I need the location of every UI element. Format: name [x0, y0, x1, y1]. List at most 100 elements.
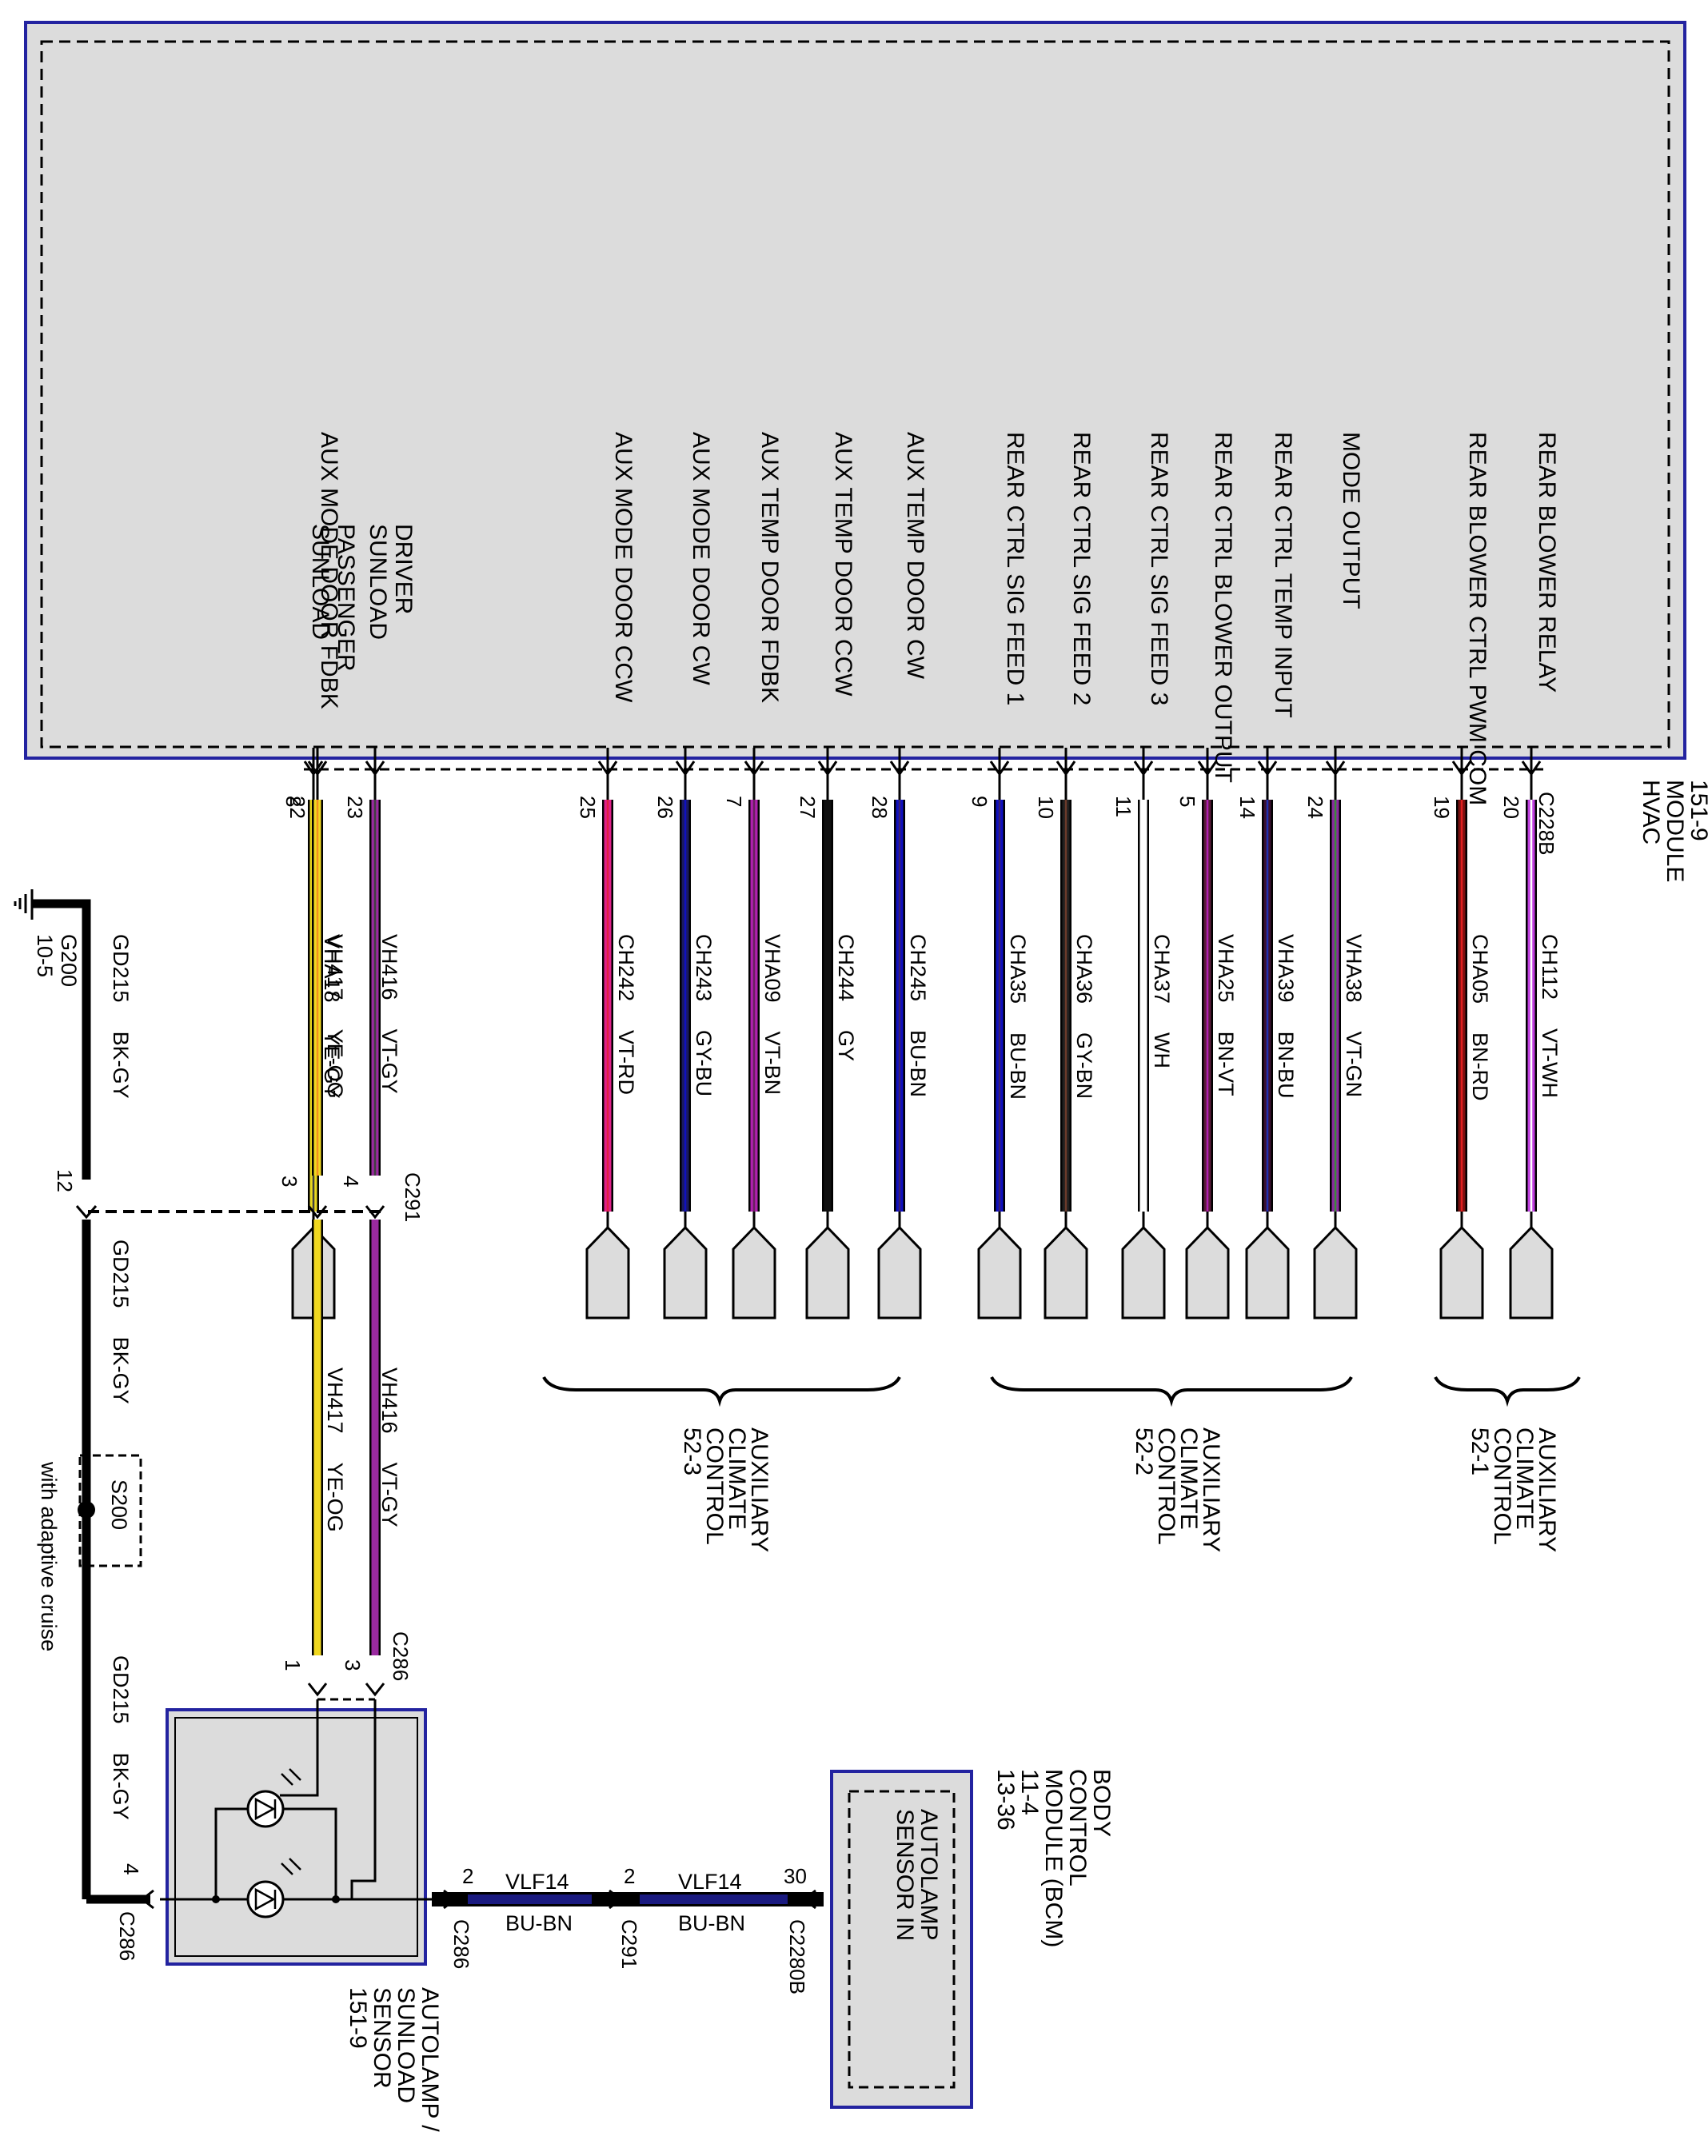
c291-arrow-vh417: [307, 1205, 328, 1220]
gd215-label-2: GD215BK-GY: [109, 1240, 133, 1404]
aux-group-label: CONTROL: [1489, 1427, 1515, 1545]
hvac-wire-label: CH244GY: [834, 934, 858, 1061]
sensor-junction-1: [212, 1895, 220, 1903]
hvac-signal-label: REAR CTRL BLOWER OUTPUT: [1210, 432, 1236, 783]
hvac-title-line-1: HVAC: [1638, 780, 1664, 844]
hvac-pin-number: 14: [1235, 796, 1259, 819]
hvac-wire-label: VHA09VT-BN: [760, 934, 784, 1095]
terminal-connector: [1509, 1225, 1554, 1320]
sensor-label-line-2: SUNLOAD: [393, 1987, 419, 2103]
aux-group-label: AUXILIARY: [1198, 1427, 1224, 1552]
terminal-connector: [1245, 1225, 1290, 1320]
hvac-title-line-2: MODULE: [1662, 780, 1688, 882]
s200-splice-dot: [78, 1501, 95, 1519]
hvac-pin-number: 24: [1303, 796, 1327, 819]
hvac-wire-label: VHA38VT-GN: [1342, 934, 1366, 1097]
vlf14-circuit: 2 C286 2 C291 30 C2280B VLF14 BU-BN VLF1…: [432, 1864, 824, 1994]
aux-group-label: AUXILIARY: [746, 1427, 772, 1552]
light-arrows-lower: [281, 1858, 301, 1875]
hvac-pin-number: 23: [343, 796, 367, 819]
photodiode-lower: [246, 1880, 285, 1918]
sensor-label-line-1: AUTOLAMP /: [417, 1987, 443, 2132]
hvac-wire-label: CHA35BU-BN: [1006, 934, 1030, 1100]
hvac-wire-label: CH245BU-BN: [906, 934, 930, 1097]
aux-group-label: 52-1: [1467, 1427, 1493, 1475]
terminal-connector: [585, 1225, 630, 1320]
photodiode-lower-symbol: [254, 1887, 276, 1911]
hvac-wire-label: CHA36GY-BN: [1072, 934, 1096, 1099]
c286-pin-vh416: 3: [341, 1659, 365, 1671]
sensor-label-line-4: 151-9: [345, 1987, 371, 2049]
hvac-pin-arrow: [1257, 761, 1278, 777]
hvac-signal-label: AUX TEMP DOOR FDBK: [756, 432, 783, 703]
hvac-pin-arrow: [365, 761, 385, 777]
hvac-signal-label: SUNLOAD: [365, 524, 391, 640]
hvac-signal-label: REAR CTRL SIG FEED 2: [1068, 432, 1095, 705]
c291-pin-vh417: 3: [277, 1176, 301, 1187]
autolamp-sunload-sensor: AUTOLAMP / SUNLOAD SENSOR 151-9: [160, 1699, 443, 2132]
hvac-signal-label: AUX TEMP DOOR CW: [902, 432, 928, 680]
hvac-pin-number: 5: [1175, 796, 1199, 807]
c291-label: C291: [401, 1172, 425, 1222]
c291-pin-vlf14: 2: [624, 1864, 635, 1888]
hvac-pin-arrow: [307, 761, 328, 777]
hvac-pin-arrow: [1056, 761, 1076, 777]
vh416-lower-label: VH416VT-GY: [377, 1367, 401, 1527]
terminal-connector: [732, 1225, 776, 1320]
hvac-pin-number: 20: [1499, 796, 1523, 819]
c291-connector: C291 4 3 12: [53, 1169, 425, 1222]
c286-connector: C286 3 1: [281, 1631, 413, 1701]
vlf14-color-label-2: BU-BN: [678, 1911, 745, 1935]
hvac-signal-label: SUNLOAD: [307, 524, 333, 640]
hvac-signal-label: MODE OUTPUT: [1338, 432, 1364, 609]
sensor-internal-wire-2: [350, 1699, 377, 1899]
hvac-wire-label: CH242VT-RD: [614, 934, 638, 1095]
hvac-wire-label: CHA05BN-RD: [1468, 934, 1492, 1101]
s200-label: S200: [107, 1479, 131, 1530]
sunload-wires-lower: VH416VT-GY VH417YE-OG: [307, 1205, 401, 1655]
photodiode-upper-symbol: [254, 1797, 276, 1821]
hvac-signal-label: PASSENGER: [333, 524, 359, 672]
hvac-wire-label: VHA18YE-GY: [320, 934, 344, 1099]
hvac-pin-arrow: [744, 761, 764, 777]
terminal-connector: [1185, 1225, 1230, 1320]
aux-group-label: AUXILIARY: [1534, 1427, 1560, 1552]
sensor-label: AUTOLAMP / SUNLOAD SENSOR 151-9: [345, 1987, 443, 2132]
hvac-pin-arrow: [1521, 761, 1542, 777]
bcm-label: BODY CONTROL MODULE (BCM) 11-4 13-36: [992, 1769, 1115, 1947]
hvac-pin-number: 26: [653, 796, 677, 819]
gd215-label-3: GD215BK-GY: [109, 1655, 133, 1820]
ground-name: G200: [57, 934, 81, 987]
body-control-module: AUTOLAMP SENSOR IN BODY CONTROL MODULE (…: [830, 1769, 1115, 2109]
bcm-outer-box: [830, 1770, 973, 2109]
hvac-wire-label: CH243GY-BU: [692, 934, 716, 1096]
hvac-title-line-3: 151-9: [1686, 780, 1708, 841]
sensor-label-line-3: SENSOR: [369, 1987, 395, 2089]
c291-arrow-vlf14: [609, 1889, 623, 1910]
bcm-inner-label: AUTOLAMP SENSOR IN: [892, 1809, 942, 1941]
terminal-connector: [1439, 1225, 1484, 1320]
hvac-signal-label: DRIVER: [390, 524, 417, 614]
sensor-junction-2: [332, 1895, 340, 1903]
terminal-connector: [1044, 1225, 1088, 1320]
photodiode-upper: [246, 1790, 285, 1828]
gd215-upper-wire: [32, 899, 91, 1180]
hvac-pin-number: 19: [1430, 796, 1454, 819]
terminal-connector: [663, 1225, 708, 1320]
hvac-module-box: [24, 21, 1686, 760]
c286-pin-vh417: 1: [281, 1659, 305, 1671]
c286-pin-gd215: 4: [119, 1863, 143, 1875]
ground-circuit: G200 10-5 GD215BK-GY GD215BK-GY GD215BK-…: [14, 889, 154, 1961]
hvac-signal-label: AUX MODE DOOR CCW: [610, 432, 637, 703]
aux-group-brace: [1434, 1375, 1581, 1407]
bcm-label-line-4: 11-4: [1016, 1769, 1043, 1815]
